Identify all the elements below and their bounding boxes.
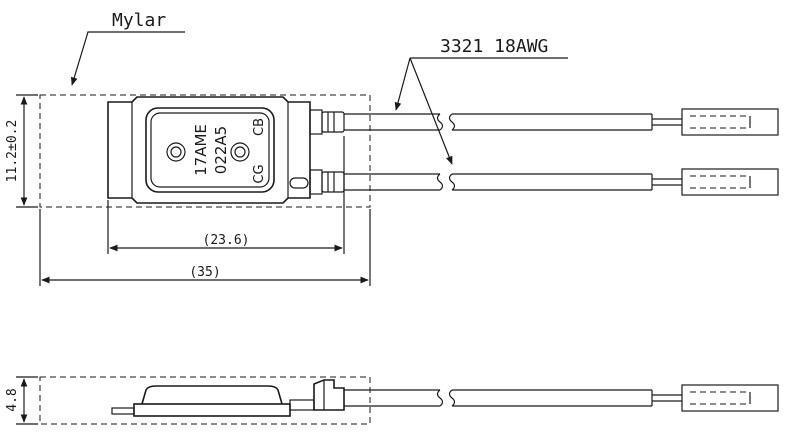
dim-thickness-label: 4.8: [5, 388, 20, 411]
mount-hole-right: [230, 142, 250, 162]
wire-leader: [394, 57, 568, 165]
rating-marking: 022A5: [212, 126, 230, 174]
model-marking: 17AME: [192, 124, 210, 176]
side-connector: [681, 384, 779, 412]
cb-marking: CB: [252, 118, 267, 136]
mount-hole-left: [166, 142, 186, 162]
side-view: 4.8: [5, 376, 779, 425]
dim-width-inner: [107, 136, 345, 254]
side-terminal: [313, 379, 345, 411]
dim-width-total: [39, 209, 371, 286]
cg-marking: CG: [252, 164, 267, 183]
wire-upper: [344, 108, 779, 136]
mylar-leader: [70, 31, 185, 86]
dim-thickness: [16, 376, 38, 425]
label-plate: [145, 107, 275, 193]
dim-width-inner-label: (23.6): [203, 233, 250, 248]
terminal-lower: [289, 169, 345, 195]
top-view: Mylar 17AME 022A5 CB CG: [5, 10, 779, 286]
dim-width-total-label: (35): [189, 265, 220, 280]
mylar-label: Mylar: [112, 10, 166, 31]
wire-lower: [344, 168, 779, 196]
terminal-upper: [309, 109, 345, 135]
mylar-outline: [39, 94, 371, 208]
wire-label: 3321 18AWG: [440, 36, 548, 57]
side-dome: [141, 385, 283, 405]
dim-height: [16, 94, 38, 208]
side-mylar-outline: [39, 376, 371, 425]
side-base-tab: [111, 407, 135, 415]
side-base-plate: [133, 403, 291, 417]
dim-height-label: 11.2±0.2: [5, 120, 20, 183]
